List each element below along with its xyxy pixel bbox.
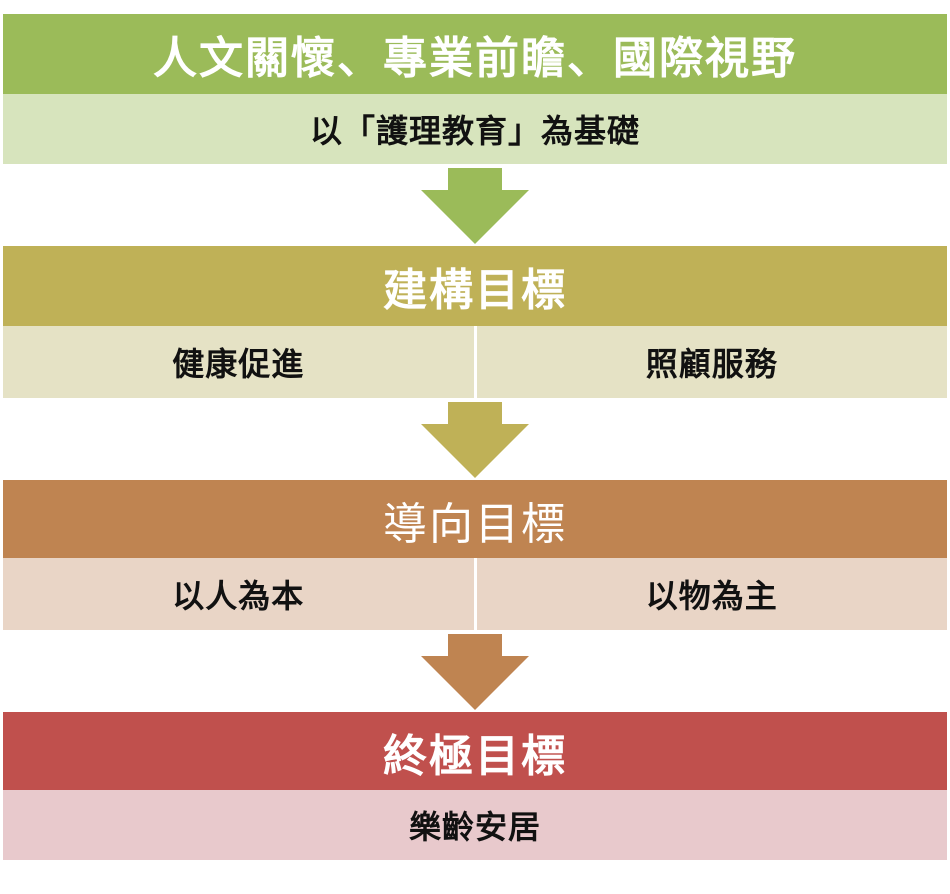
stage3-header: 導向目標 [3, 480, 947, 560]
stage2-header: 建構目標 [3, 246, 947, 326]
stage3-item-people: 以人為本 [172, 577, 305, 615]
arrow-down-icon [421, 402, 529, 478]
stage1-subtitle-bar: 以「護理教育」為基礎 [3, 94, 947, 164]
stage1-header: 人文關懷、專業前瞻、國際視野 [3, 14, 947, 94]
stage3-items: 以人為本 以物為主 [3, 558, 947, 630]
stage4-subtitle: 樂齡安居 [408, 808, 541, 846]
stage4-header: 終極目標 [3, 712, 947, 792]
stage2-item-health: 健康促進 [172, 345, 305, 383]
stage4-title: 終極目標 [383, 731, 567, 782]
stage3-item-things: 以物為主 [473, 558, 948, 630]
stage3-title: 導向目標 [383, 499, 567, 550]
stage1-subtitle: 以「護理教育」為基礎 [309, 112, 640, 150]
stage1-title: 人文關懷、專業前瞻、國際視野 [153, 33, 797, 84]
stage4-subtitle-bar: 樂齡安居 [3, 790, 947, 860]
arrow-down-icon [421, 634, 529, 710]
arrow-down-icon [421, 168, 529, 244]
stage2-item-care: 照顧服務 [473, 326, 948, 398]
stage2-title: 建構目標 [383, 265, 567, 316]
stage2-items: 健康促進 照顧服務 [3, 326, 947, 398]
